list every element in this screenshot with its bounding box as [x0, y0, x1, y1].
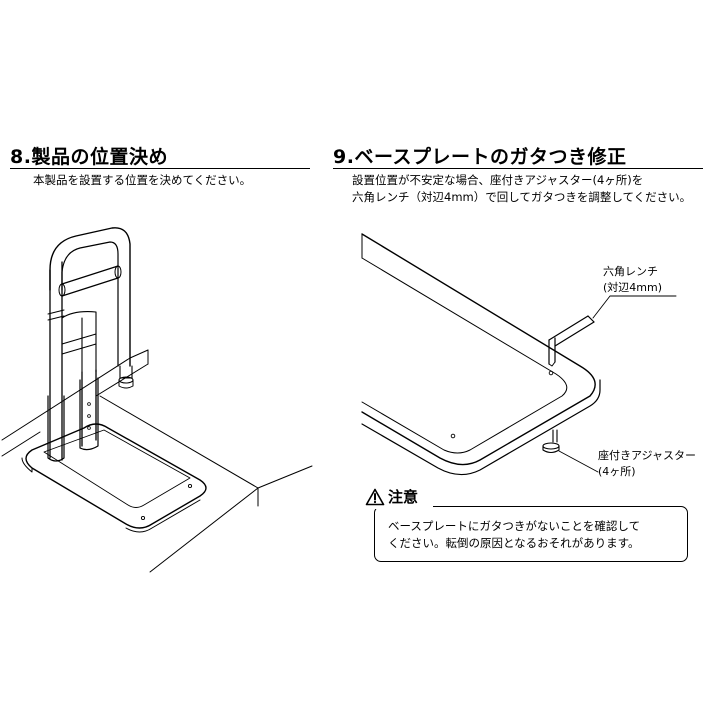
- handrail-illustration: [1, 227, 313, 573]
- hex-wrench-label: 六角レンチ: [603, 265, 658, 278]
- section-9-heading-rule: [333, 168, 703, 169]
- section-8-heading: 8.製品の位置決め: [10, 146, 168, 168]
- warning-triangle-icon: [365, 488, 385, 506]
- section-9-caption-line-2: 六角レンチ（対辺4mm）で回してガタつきを調整してください。: [352, 190, 692, 204]
- caution-box: [374, 506, 688, 562]
- hex-wrench-illustration: [548, 315, 595, 367]
- section-9-caption-line-1: 設置位置が不安定な場合、座付きアジャスター(4ヶ所)を: [352, 173, 644, 187]
- caution-title: 注意: [388, 488, 419, 506]
- base-plate-corner-illustration: [361, 233, 677, 476]
- hex-wrench-size-label: (対辺4mm): [603, 281, 663, 294]
- section-9-heading: 9.ベースプレートのガタつき修正: [333, 146, 627, 168]
- seated-adjuster-illustration: [542, 429, 560, 454]
- section-8-heading-rule: [10, 168, 310, 169]
- caution-line-1: ベースプレートにガタつきがないことを確認して: [388, 519, 641, 533]
- section-8-caption: 本製品を設置する位置を決めてください。: [33, 173, 252, 187]
- caution-line-2: ください。転倒の原因となるおそれがあります。: [388, 536, 640, 550]
- adjuster-label: 座付きアジャスター: [598, 449, 697, 462]
- caution-header: 注意: [365, 485, 433, 509]
- adjuster-count-label: (4ヶ所): [598, 465, 636, 478]
- caution-text: ベースプレートにガタつきがないことを確認して ください。転倒の原因となるおそれが…: [388, 518, 640, 552]
